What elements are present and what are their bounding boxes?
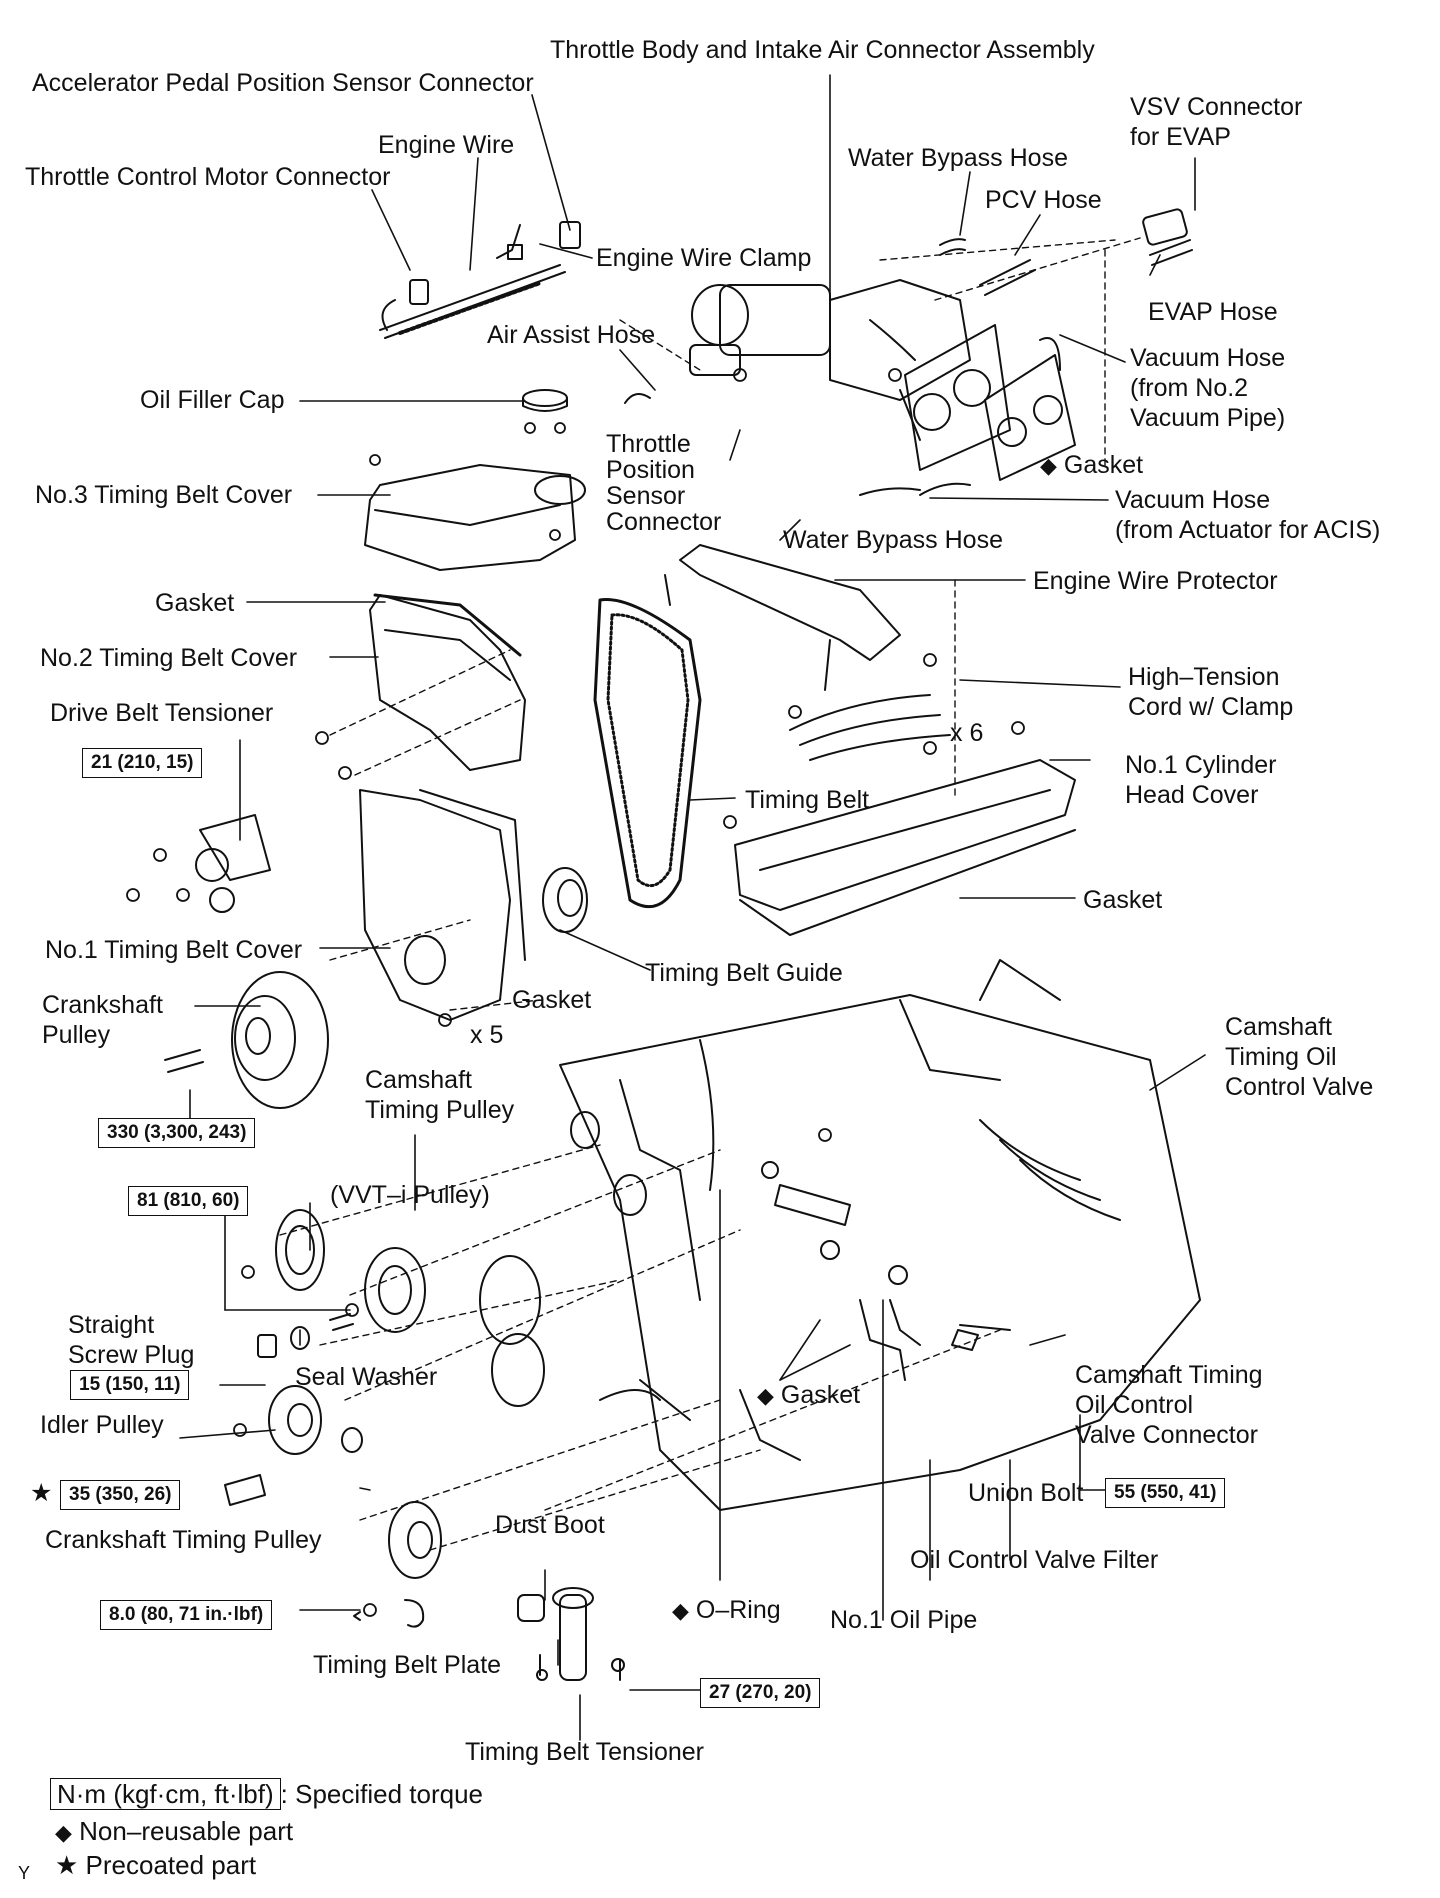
torque-camshaft-pulley: 81 (810, 60) [128,1186,249,1216]
label-no2-timing-belt-cover: No.2 Timing Belt Cover [40,644,298,672]
label-idler-pulley: Idler Pulley [40,1411,164,1439]
label-timing-belt: Timing Belt [745,786,870,814]
label-gasket-no2: Gasket [155,589,235,617]
corner-mark: Y [18,1863,31,1883]
plug-washer-idler [224,1313,363,1506]
engine-wire-protector [664,544,901,691]
timing-belt [593,598,702,909]
label-gasket-oil: ◆ Gasket [757,1380,860,1411]
no1-cylinder-head-cover [734,759,1076,936]
high-tension-cords [789,694,951,761]
legend-torque-text: : Specified torque [280,1779,484,1809]
label-vacuum-hose-no2: Vacuum Hose (from No.2 Vacuum Pipe) [1130,344,1286,432]
label-no1-cylinder-head-cover: No.1 Cylinder Head Cover [1125,751,1277,809]
label-crankshaft-timing-pulley: Crankshaft Timing Pulley [45,1526,322,1554]
label-no1-timing-belt-cover: No.1 Timing Belt Cover [45,936,303,964]
label-evap-hose: EVAP Hose [1148,298,1278,326]
throttle-body-assembly [689,279,971,441]
non-reusable-mark: ◆ [55,1820,72,1845]
legend-precoated: ★ Precoated part [55,1850,256,1880]
label-timing-belt-plate: Timing Belt Plate [313,1651,502,1679]
camshaft-timing-pulleys [275,1209,426,1333]
label-union-bolt: Union Bolt [968,1479,1084,1507]
label-engine-wire-protector: Engine Wire Protector [1033,567,1278,595]
label-throttle-motor-connector: Throttle Control Motor Connector [25,163,391,191]
label-oil-filler-cap: Oil Filler Cap [140,386,285,414]
label-accelerator-sensor-connector: Accelerator Pedal Position Sensor Connec… [32,69,534,97]
label-gasket-head: Gasket [1083,886,1163,914]
label-engine-wire-clamp: Engine Wire Clamp [596,244,812,272]
label-pcv-hose: PCV Hose [985,186,1102,214]
label-no1-oil-pipe: No.1 Oil Pipe [830,1606,978,1634]
engine-block [479,959,1201,1511]
label-dust-boot: Dust Boot [495,1511,605,1539]
legend-specified-torque: N·m (kgf·cm, ft·lbf): Specified torque [50,1778,483,1810]
label-timing-belt-guide: Timing Belt Guide [645,959,843,987]
torque-timing-belt-plate: 8.0 (80, 71 in.·lbf) [100,1600,273,1630]
oil-filler-cap [522,389,568,412]
label-seal-washer: Seal Washer [295,1363,438,1391]
gasket-intake-text: Gasket [1063,451,1144,479]
no3-timing-belt-cover [364,464,586,571]
torque-idler-pulley: 35 (350, 26) [60,1480,181,1510]
label-air-assist-hose: Air Assist Hose [487,321,656,349]
label-x6: x 6 [950,719,984,747]
timing-belt-tensioner [517,1587,625,1681]
legend-torque-box: N·m (kgf·cm, ft·lbf) [50,1778,281,1810]
label-crankshaft-pulley: Crankshaft Pulley [42,991,163,1049]
no2-timing-belt-cover [369,593,526,771]
label-timing-belt-tensioner: Timing Belt Tensioner [465,1738,705,1766]
precoated-mark: ★ [55,1850,79,1880]
label-water-bypass-hose-top: Water Bypass Hose [848,144,1068,172]
label-gasket-no1: Gasket [512,986,592,1014]
crankshaft-pulley [164,971,329,1109]
non-reusable-mark: ◆ [757,1383,774,1408]
hoses [624,238,1036,496]
torque-union-bolt: 55 (550, 41) [1105,1478,1226,1508]
label-straight-screw-plug: Straight Screw Plug [68,1311,195,1369]
legend-precoated-text: Precoated part [85,1850,257,1880]
no1-timing-belt-cover [359,789,526,1021]
label-engine-wire: Engine Wire [378,131,515,159]
leader-lines [179,74,1206,1741]
label-x5: x 5 [470,1021,504,1049]
label-camshaft-ocv-connector: Camshaft Timing Oil Control Valve Connec… [1075,1361,1263,1449]
torque-crankshaft-pulley: 330 (3,300, 243) [98,1118,256,1148]
engine-wire-harness [379,221,581,339]
torque-straight-screw-plug: 15 (150, 11) [70,1370,190,1400]
non-reusable-mark: ◆ [1040,453,1057,478]
label-throttle-position-sensor: Throttle Position Sensor Connector [606,430,722,536]
bolts [126,368,1025,1617]
label-vacuum-hose-acis: Vacuum Hose (from Actuator for ACIS) [1115,486,1381,544]
precoated-mark-idler: ★ [30,1479,53,1507]
label-water-bypass-hose-mid: Water Bypass Hose [783,526,1003,554]
label-no3-timing-belt-cover: No.3 Timing Belt Cover [35,481,293,509]
gasket-oil-text: Gasket [780,1381,861,1409]
o-ring-text: O–Ring [695,1596,781,1624]
torque-drive-belt-tensioner: 21 (210, 15) [82,748,203,778]
camshaft-ocv [761,1161,1011,1351]
torque-timing-belt-tensioner: 27 (270, 20) [700,1678,821,1708]
drive-belt-tensioner [195,814,271,913]
legend-non-reusable-text: Non–reusable part [79,1816,294,1846]
label-vsv-connector: VSV Connector for EVAP [1130,93,1303,151]
label-gasket-intake: ◆ Gasket [1040,450,1143,481]
non-reusable-mark: ◆ [672,1598,689,1623]
timing-belt-guide [542,867,588,933]
label-camshaft-timing-pulley: Camshaft Timing Pulley [365,1066,515,1124]
label-throttle-body: Throttle Body and Intake Air Connector A… [550,36,1095,64]
label-camshaft-ocv: Camshaft Timing Oil Control Valve [1225,1013,1374,1101]
label-high-tension-cord: High–Tension Cord w/ Clamp [1128,663,1294,721]
label-o-ring: ◆ O–Ring [672,1595,781,1626]
legend-non-reusable: ◆ Non–reusable part [55,1816,293,1848]
label-vvti-pulley: (VVT–i Pulley) [330,1181,490,1209]
intake-connector-plates [904,324,1076,481]
label-drive-belt-tensioner: Drive Belt Tensioner [50,699,274,727]
vsv-evap [1039,208,1193,371]
label-oil-control-valve-filter: Oil Control Valve Filter [910,1546,1159,1574]
crankshaft-timing-pulley [353,1501,442,1628]
